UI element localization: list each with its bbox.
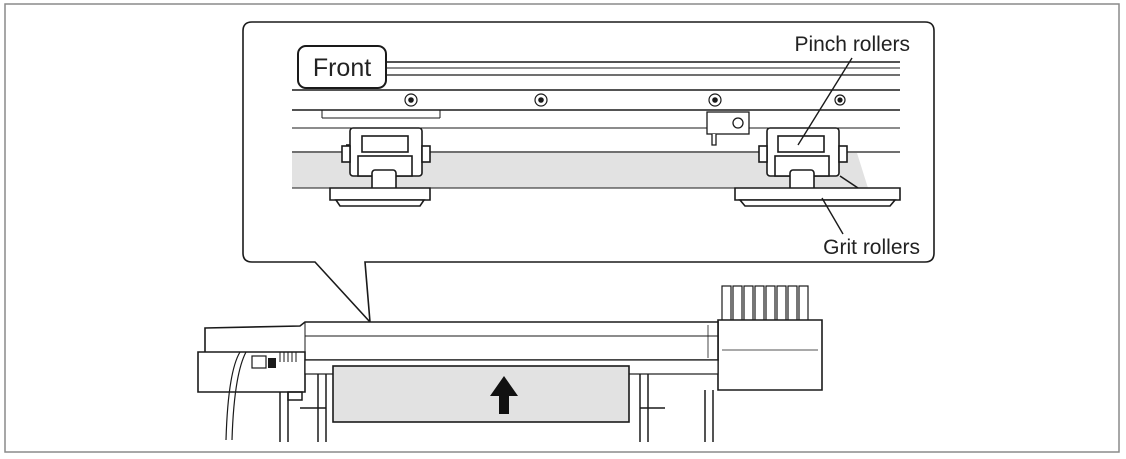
ink-cartridges — [721, 285, 809, 323]
right-pinch-roller-assembly — [734, 127, 901, 207]
media-sheet — [332, 365, 630, 423]
sensor-bracket — [706, 111, 750, 146]
left-side-unit — [197, 351, 306, 393]
callout-detail: Front Pinch rollers Grit rollers — [242, 21, 935, 325]
pinch-rollers-label: Pinch rollers — [794, 33, 910, 56]
front-label: Front — [297, 45, 387, 89]
grit-rollers-label: Grit rollers — [823, 236, 920, 259]
arrow-up-icon — [490, 376, 518, 414]
front-label-box — [297, 45, 387, 89]
front-label-text: Front — [313, 54, 371, 82]
ink-station — [717, 319, 823, 391]
grit-rollers-leader — [821, 197, 844, 235]
printer-stand — [279, 374, 714, 442]
pinch-rollers-leader — [797, 57, 853, 146]
printer-overview — [197, 285, 823, 442]
figure-frame — [4, 3, 1120, 453]
left-pinch-roller-assembly — [329, 127, 431, 207]
screws — [404, 93, 846, 107]
